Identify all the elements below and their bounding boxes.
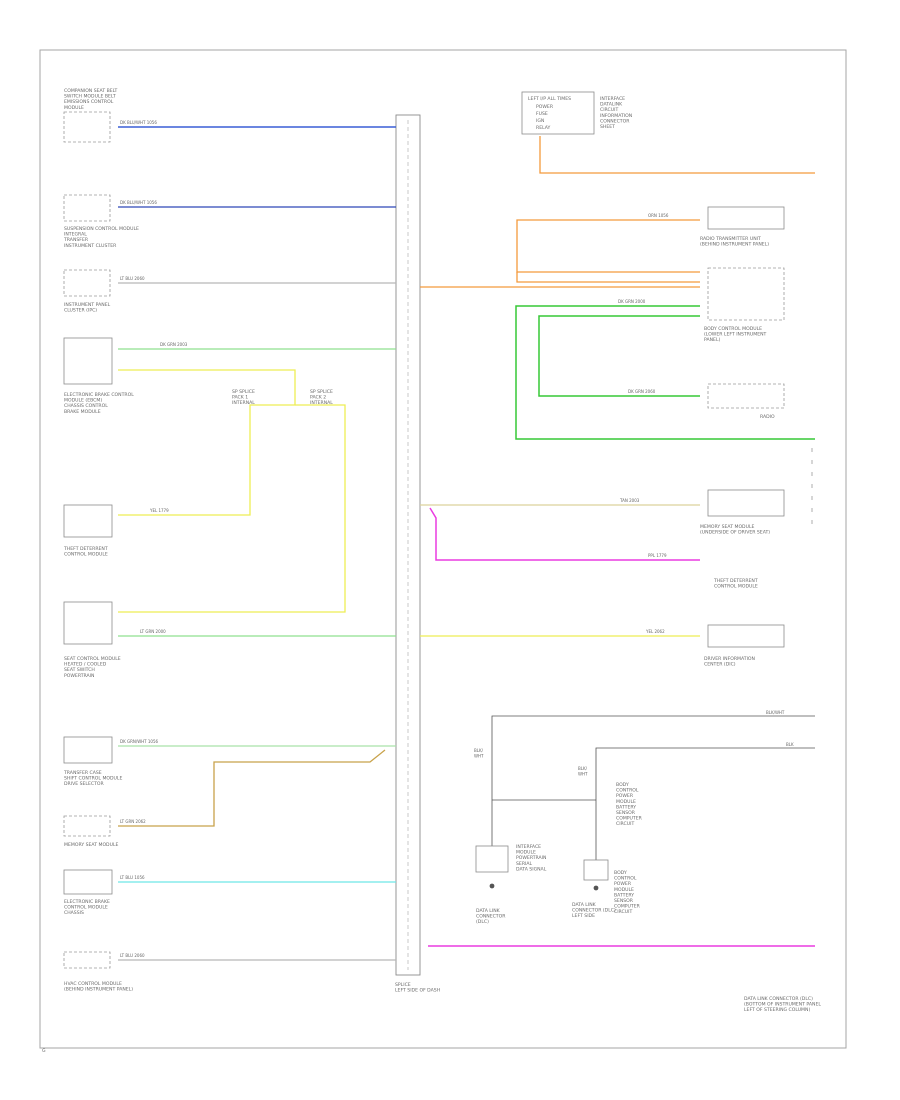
top-right-box-label: LEFT I/P ALL TIMES bbox=[528, 96, 571, 102]
wire-right-magenta bbox=[429, 507, 700, 561]
right-module-1-wire: ORN 1056 bbox=[648, 213, 669, 218]
top-right-box-item-2: FUSE bbox=[536, 111, 548, 117]
left-module-8: MEMORY SEAT MODULE LT GRN 2062 bbox=[63, 815, 146, 848]
right-module-4: MEMORY SEAT MODULE(UNDERSIDE OF DRIVER S… bbox=[619, 489, 785, 536]
right-module-3-label: RADIO bbox=[760, 414, 775, 420]
right-module-1-label: RADIO TRANSMITTER UNIT(BEHIND INSTRUMENT… bbox=[700, 236, 769, 248]
central-junction-block bbox=[395, 114, 421, 976]
left-module-1-wire: DK BLU/WHT 1056 bbox=[120, 120, 157, 125]
right-module-1: RADIO TRANSMITTER UNIT(BEHIND INSTRUMENT… bbox=[648, 206, 785, 248]
bottom-right-label: DATA LINK CONNECTOR (DLC)(BOTTOM OF INST… bbox=[744, 996, 821, 1013]
left-module-10: HVAC CONTROL MODULE(BEHIND INSTRUMENT PA… bbox=[63, 951, 145, 993]
left-module-4-wire: DK GRN 2003 bbox=[160, 342, 188, 347]
right-module-2-label: BODY CONTROL MODULE(LOWER LEFT INSTRUMEN… bbox=[704, 326, 767, 343]
wire-left-memory bbox=[118, 749, 386, 827]
top-right-box-item-4: RELAY bbox=[536, 125, 551, 131]
right-module-2: BODY CONTROL MODULE(LOWER LEFT INSTRUMEN… bbox=[618, 267, 785, 343]
left-module-7-wire: DK GRN/WHT 1056 bbox=[120, 739, 159, 744]
top-right-fuse-box: LEFT I/P ALL TIMES POWER FUSE IGN RELAY … bbox=[521, 91, 632, 135]
right-module-2-wire: DK GRN 2000 bbox=[618, 299, 646, 304]
right-module-3: RADIO DK GRN 2060 bbox=[628, 383, 785, 420]
bottom-right-power-section bbox=[491, 715, 815, 860]
wire-right-orange-top bbox=[539, 136, 815, 174]
top-right-box-item-1: POWER bbox=[536, 104, 554, 110]
left-module-10-wire: LT BLU 2060 bbox=[120, 953, 145, 958]
right-module-4-label: MEMORY SEAT MODULE(UNDERSIDE OF DRIVER S… bbox=[700, 524, 770, 536]
left-module-8-label: MEMORY SEAT MODULE bbox=[64, 842, 119, 848]
right-module-6-wire: YEL 2062 bbox=[645, 629, 665, 634]
right-module-4-wire: TAN 2003 bbox=[619, 498, 640, 503]
diagram-frame bbox=[39, 49, 847, 1049]
left-module-3-wire: LT BLU 2060 bbox=[120, 276, 145, 281]
left-module-6-wire: LT GRN 2000 bbox=[140, 629, 166, 634]
corner-mark: G bbox=[42, 1048, 46, 1054]
left-module-8-wire: LT GRN 2062 bbox=[120, 819, 146, 824]
left-module-5-wire: YEL 1779 bbox=[149, 508, 169, 513]
bottom-fuse-label-right: BLK/WHT bbox=[578, 766, 588, 777]
wire-right-green bbox=[515, 305, 815, 440]
wire-left-yellow-network bbox=[118, 369, 346, 613]
left-module-9-wire: LT BLU 1056 bbox=[120, 875, 145, 880]
bottom-wire-label-2: BLK bbox=[786, 742, 794, 747]
top-right-box-item-3: IGN bbox=[536, 118, 544, 124]
wire-right-orange bbox=[420, 219, 700, 288]
left-module-2-wire: DK BLU/WHT 1056 bbox=[120, 200, 157, 205]
right-module-3-wire: DK GRN 2060 bbox=[628, 389, 656, 394]
left-module-10-label: HVAC CONTROL MODULE(BEHIND INSTRUMENT PA… bbox=[64, 981, 133, 993]
right-module-5-wire: PPL 1779 bbox=[648, 553, 667, 558]
bottom-fuse-label-left: BLK/WHT bbox=[474, 748, 484, 759]
bottom-wire-label-1: BLK/WHT bbox=[766, 710, 785, 715]
